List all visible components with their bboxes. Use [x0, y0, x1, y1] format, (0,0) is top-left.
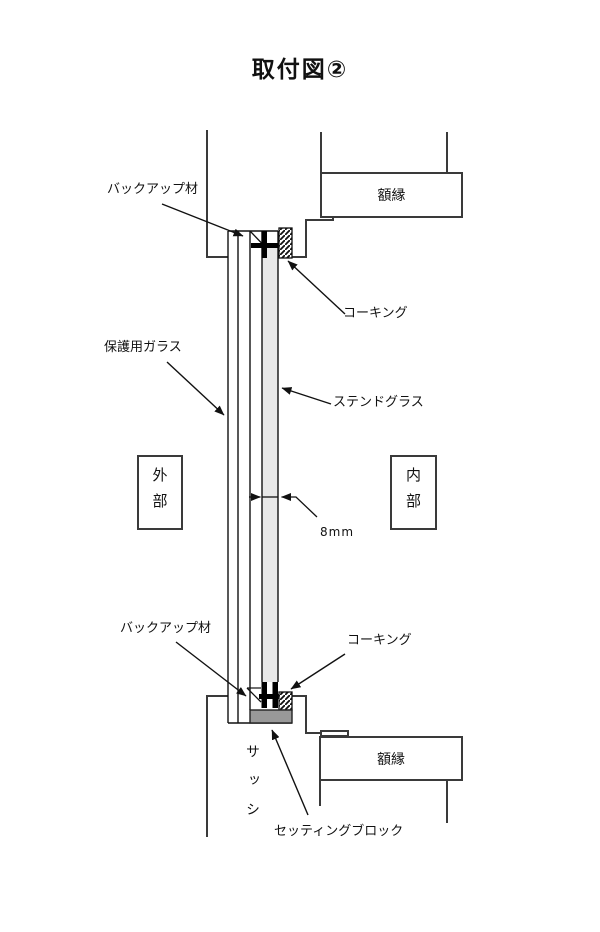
leader-backup-bottom: [175, 641, 247, 697]
wall-bottom-left: [206, 695, 228, 837]
frame-box-top: [320, 172, 463, 218]
glass-assembly: [227, 230, 292, 724]
diagram-title: 取付図②: [251, 57, 349, 83]
frame-label-bottom: 額縁: [377, 751, 405, 768]
interior-label: 内部: [404, 466, 422, 519]
wall-structure: [206, 130, 463, 837]
label-backup-material-bottom: バックアップ材: [120, 621, 212, 636]
dimension-arrow-right: [281, 493, 318, 518]
interior-box: 内部: [390, 455, 437, 530]
wall-top-left: [206, 130, 228, 258]
leader-stained-glass: [281, 387, 332, 405]
caulking-hatch-top: [278, 227, 293, 259]
frame-label-top: 額縁: [377, 188, 406, 204]
exterior-box: 外部: [137, 455, 183, 530]
wall-top-right-step: [292, 217, 334, 258]
leader-caulking-top: [287, 260, 346, 315]
label-protective-glass: 保護用ガラス: [104, 340, 182, 355]
backup-rod-bottom-diagonal: [246, 687, 262, 703]
label-caulking-top: コーキング: [343, 306, 408, 321]
leader-backup-top: [161, 203, 244, 237]
frame-notch-bottom: [320, 730, 349, 737]
wall-bottom-right-step: [292, 695, 321, 734]
label-sash: サッシ: [244, 744, 260, 831]
label-stained-glass: ステンドグラス: [333, 395, 424, 410]
label-dimension-8mm: 8mm: [320, 525, 355, 539]
label-caulking-bottom: コーキング: [347, 633, 412, 648]
label-backup-material-top: バックアップ材: [107, 182, 199, 197]
leader-arrows: [161, 203, 346, 816]
dimension-8mm: [249, 493, 318, 518]
backup-rod-top-diagonal: [249, 230, 263, 244]
leader-protective-glass: [166, 361, 225, 416]
leader-caulking-bottom: [290, 653, 346, 690]
seal-crossbar-bottom: [259, 694, 279, 699]
frame-box-bottom: [319, 736, 463, 781]
label-setting-block: セッティングブロック: [274, 824, 404, 839]
seal-crossbar-top: [251, 243, 279, 248]
setting-block: [249, 709, 293, 724]
leader-setting-block: [271, 729, 309, 816]
caulking-hatch-bottom: [278, 691, 293, 711]
glazing-seals: [246, 227, 293, 724]
exterior-label: 外部: [150, 466, 169, 519]
stained-glass-pane: [262, 248, 278, 682]
